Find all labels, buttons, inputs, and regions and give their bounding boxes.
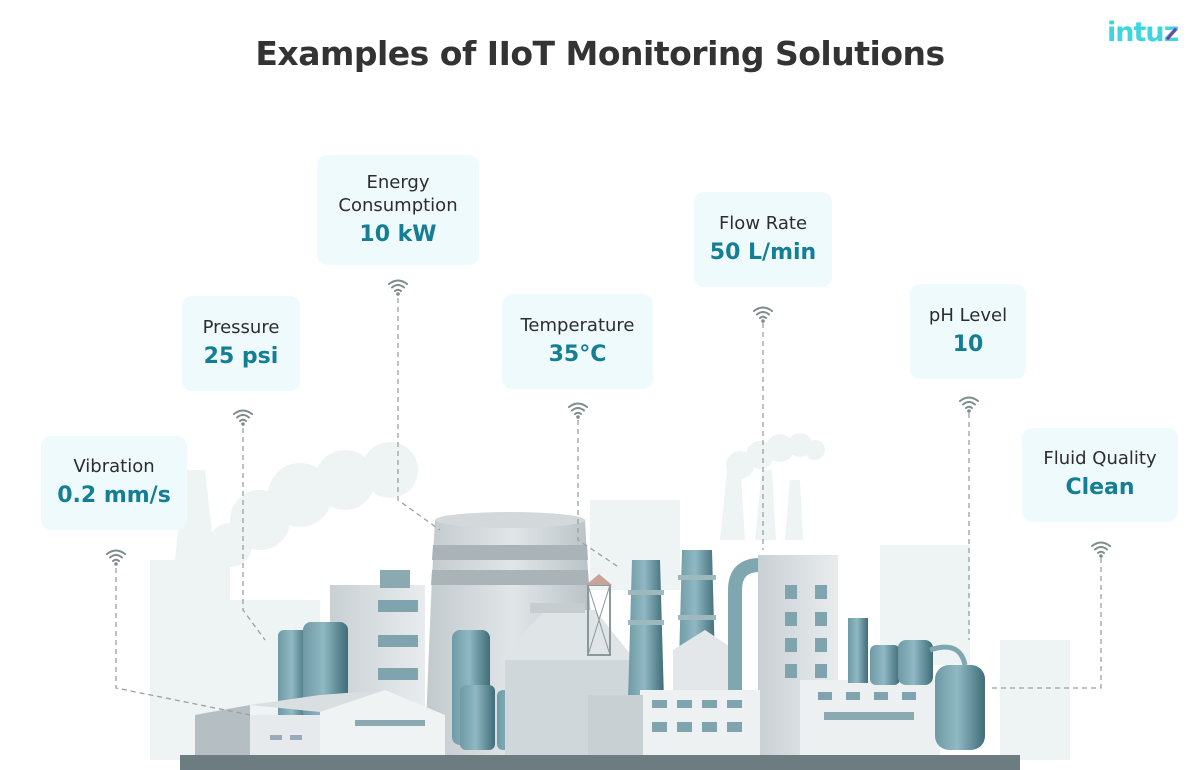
logo-text: intu [1107,17,1165,48]
metric-value: 35°C [548,341,607,367]
metric-label-line1: Energy [366,171,430,193]
metric-card-fluid-quality: Fluid Quality Clean [1022,428,1178,522]
metric-value: 25 psi [203,343,279,369]
metric-label: Pressure [202,316,280,338]
metric-card-pressure: Pressure 25 psi [182,296,300,391]
metric-card-energy-consumption: Energy Consumption 10 kW [317,155,479,265]
wifi-signal-icon [233,409,253,426]
intuz-logo: intuz [1107,17,1180,48]
page-title: Examples of IIoT Monitoring Solutions [255,34,945,73]
metric-label: Vibration [73,456,155,477]
wifi-signal-icon [1091,541,1111,558]
metric-value: 10 kW [359,221,437,247]
metric-value: 0.2 mm/s [57,483,171,508]
sensor-connector-lines [115,298,1102,716]
ground-base [180,755,1020,770]
wifi-signal-icon [753,306,773,323]
metric-value: 10 [952,331,984,357]
metric-label: pH Level [928,304,1008,326]
wifi-signal-icon [568,402,588,419]
metric-label: Temperature [520,314,635,336]
wifi-signal-icon [388,279,408,296]
logo-z-mark: z [1163,17,1180,48]
metric-label-line2: Consumption [338,194,458,216]
metric-card-flow-rate: Flow Rate 50 L/min [694,192,832,287]
metric-card-vibration: Vibration 0.2 mm/s [41,436,187,530]
wifi-signal-icon [106,549,126,566]
metric-card-ph-level: pH Level 10 [910,284,1026,379]
wifi-signal-icon [959,396,979,413]
metric-value: 50 L/min [709,239,817,265]
metric-label: Fluid Quality [1043,448,1157,469]
metric-card-temperature: Temperature 35°C [502,294,653,389]
metric-label: Flow Rate [718,212,808,234]
metric-value: Clean [1065,475,1135,500]
